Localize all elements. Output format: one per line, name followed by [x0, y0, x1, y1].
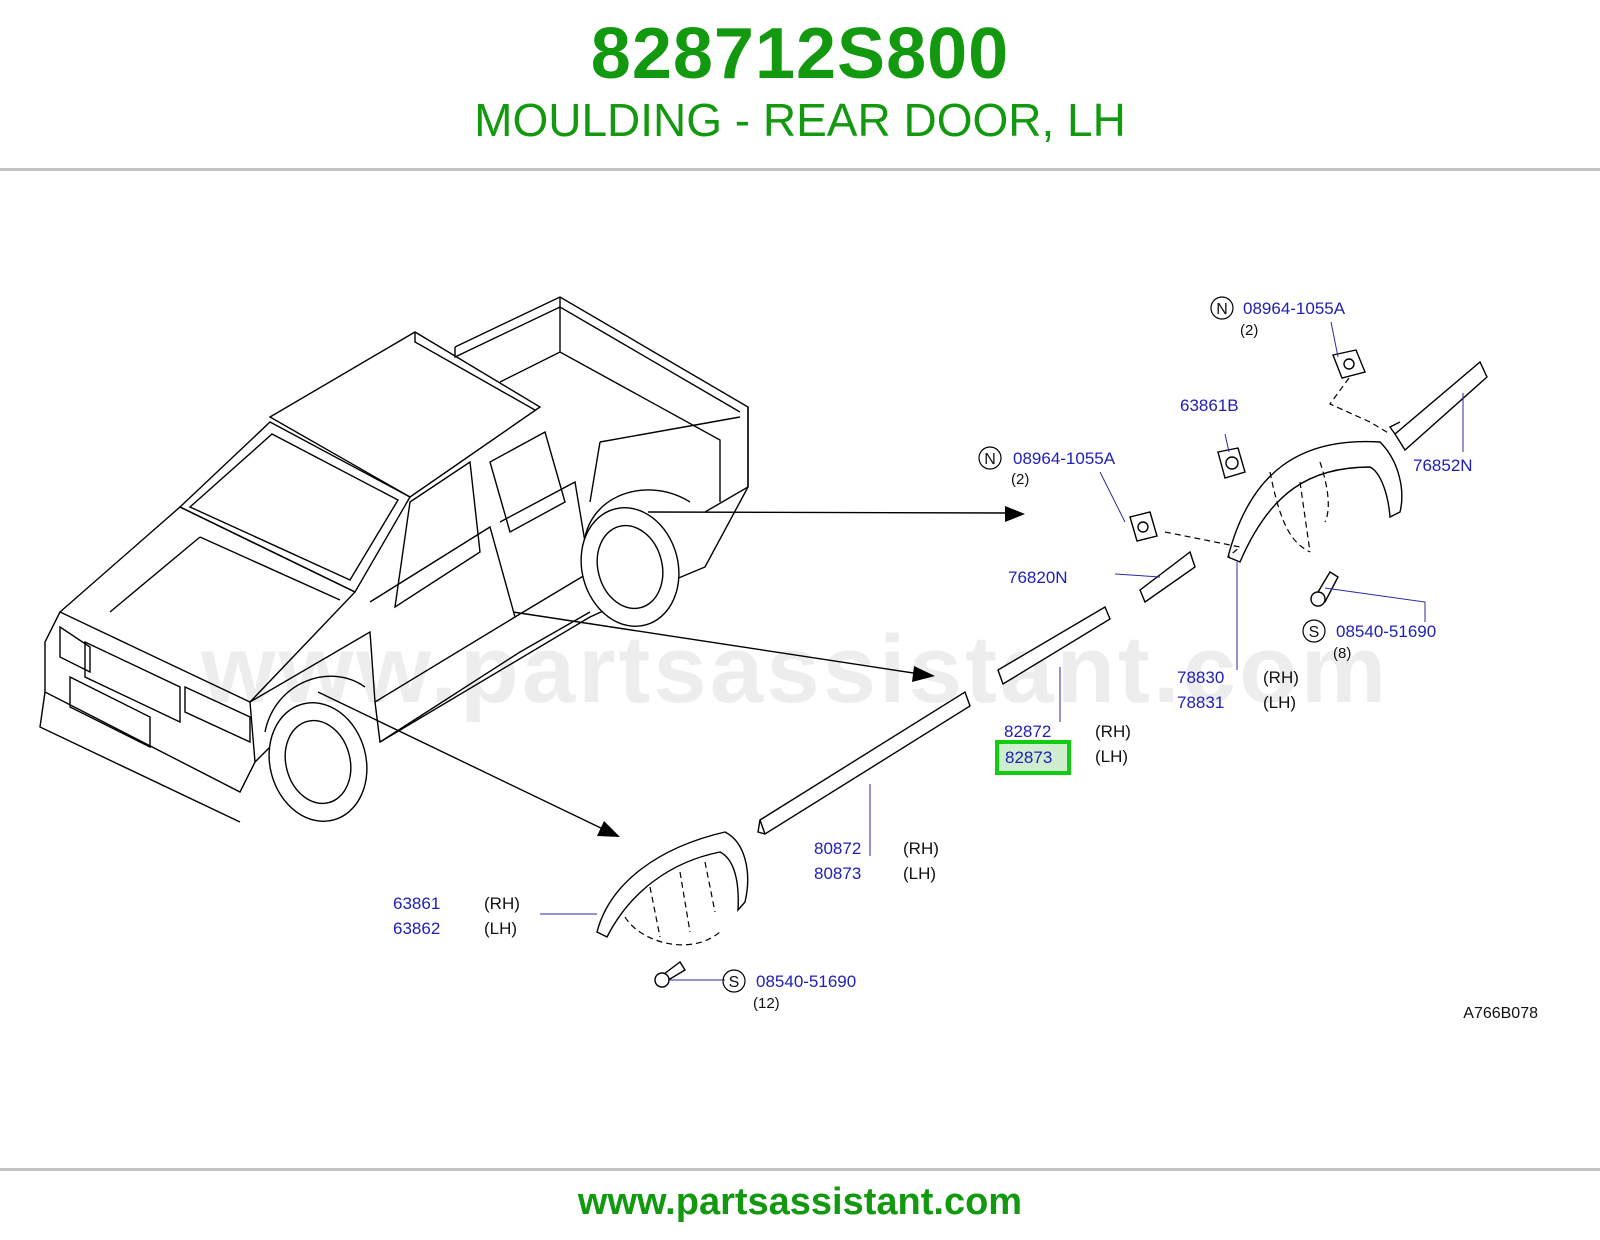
s-badge-icon [722, 969, 746, 993]
s-badge-label: S [1309, 624, 1320, 641]
part-link-08540-51690-right[interactable]: 08540-51690 [1336, 622, 1436, 641]
part-link-63862[interactable]: 63862 [393, 919, 440, 938]
callout-arrows [317, 506, 1025, 837]
s-badge-icon [1302, 619, 1326, 643]
part-link-08964-1055a-top[interactable]: 08964-1055A [1243, 299, 1346, 318]
parts-diagram: www.partsassistant.com [39, 296, 1538, 1022]
part-link-08540-51690-left[interactable]: 08540-51690 [756, 972, 856, 991]
header-divider [0, 168, 1600, 171]
part-link-80872[interactable]: 80872 [814, 839, 861, 858]
n-badge-label: N [984, 451, 996, 468]
s-badge-label: S [729, 974, 740, 991]
watermark: www.partsassistant.com [200, 616, 1389, 723]
part-link-80873[interactable]: 80873 [814, 864, 861, 883]
diagram-ref-code: A766B078 [1463, 1005, 1538, 1022]
part-link-63861[interactable]: 63861 [393, 894, 440, 913]
footer-divider [0, 1168, 1600, 1171]
rear-fender-assembly [757, 349, 1488, 836]
side-label: (LH) [1263, 693, 1296, 712]
part-link-08964-1055a-mid[interactable]: 08964-1055A [1013, 449, 1116, 468]
side-label: (RH) [1263, 668, 1299, 687]
side-label: (RH) [903, 839, 939, 858]
part-link-76852n[interactable]: 76852N [1413, 456, 1473, 475]
page-header: 828712S800 MOULDING - REAR DOOR, LH [0, 0, 1600, 168]
leader-lines [540, 321, 1464, 981]
n-badge-label: N [1216, 301, 1228, 318]
side-label: (RH) [484, 894, 520, 913]
qty-label: (8) [1333, 645, 1351, 662]
qty-label: (12) [753, 995, 780, 1012]
footer-url[interactable]: www.partsassistant.com [577, 1181, 1023, 1223]
callout-labels: N 08964-1055A (2) 63861B 76852N N 08964-… [393, 296, 1538, 1022]
side-label: (LH) [1095, 747, 1128, 766]
truck-illustration [39, 296, 749, 823]
n-badge-icon [978, 446, 1002, 470]
side-label: (RH) [1095, 722, 1131, 741]
front-fender-assembly [596, 831, 749, 988]
part-link-82872[interactable]: 82872 [1004, 722, 1051, 741]
n-badge-icon [1210, 296, 1234, 320]
highlight-box [995, 740, 1071, 775]
side-label: (LH) [903, 864, 936, 883]
part-link-82873-highlighted[interactable]: 82873 [1005, 748, 1052, 767]
part-link-78830[interactable]: 78830 [1177, 668, 1224, 687]
part-number-title: 828712S800 [590, 14, 1010, 94]
side-label: (LH) [484, 919, 517, 938]
qty-label: (2) [1240, 322, 1258, 339]
part-link-78831[interactable]: 78831 [1177, 693, 1224, 712]
part-link-63861b[interactable]: 63861B [1180, 396, 1239, 415]
part-description: MOULDING - REAR DOOR, LH [474, 94, 1126, 146]
part-link-76820n[interactable]: 76820N [1008, 568, 1068, 587]
qty-label: (2) [1011, 471, 1029, 488]
